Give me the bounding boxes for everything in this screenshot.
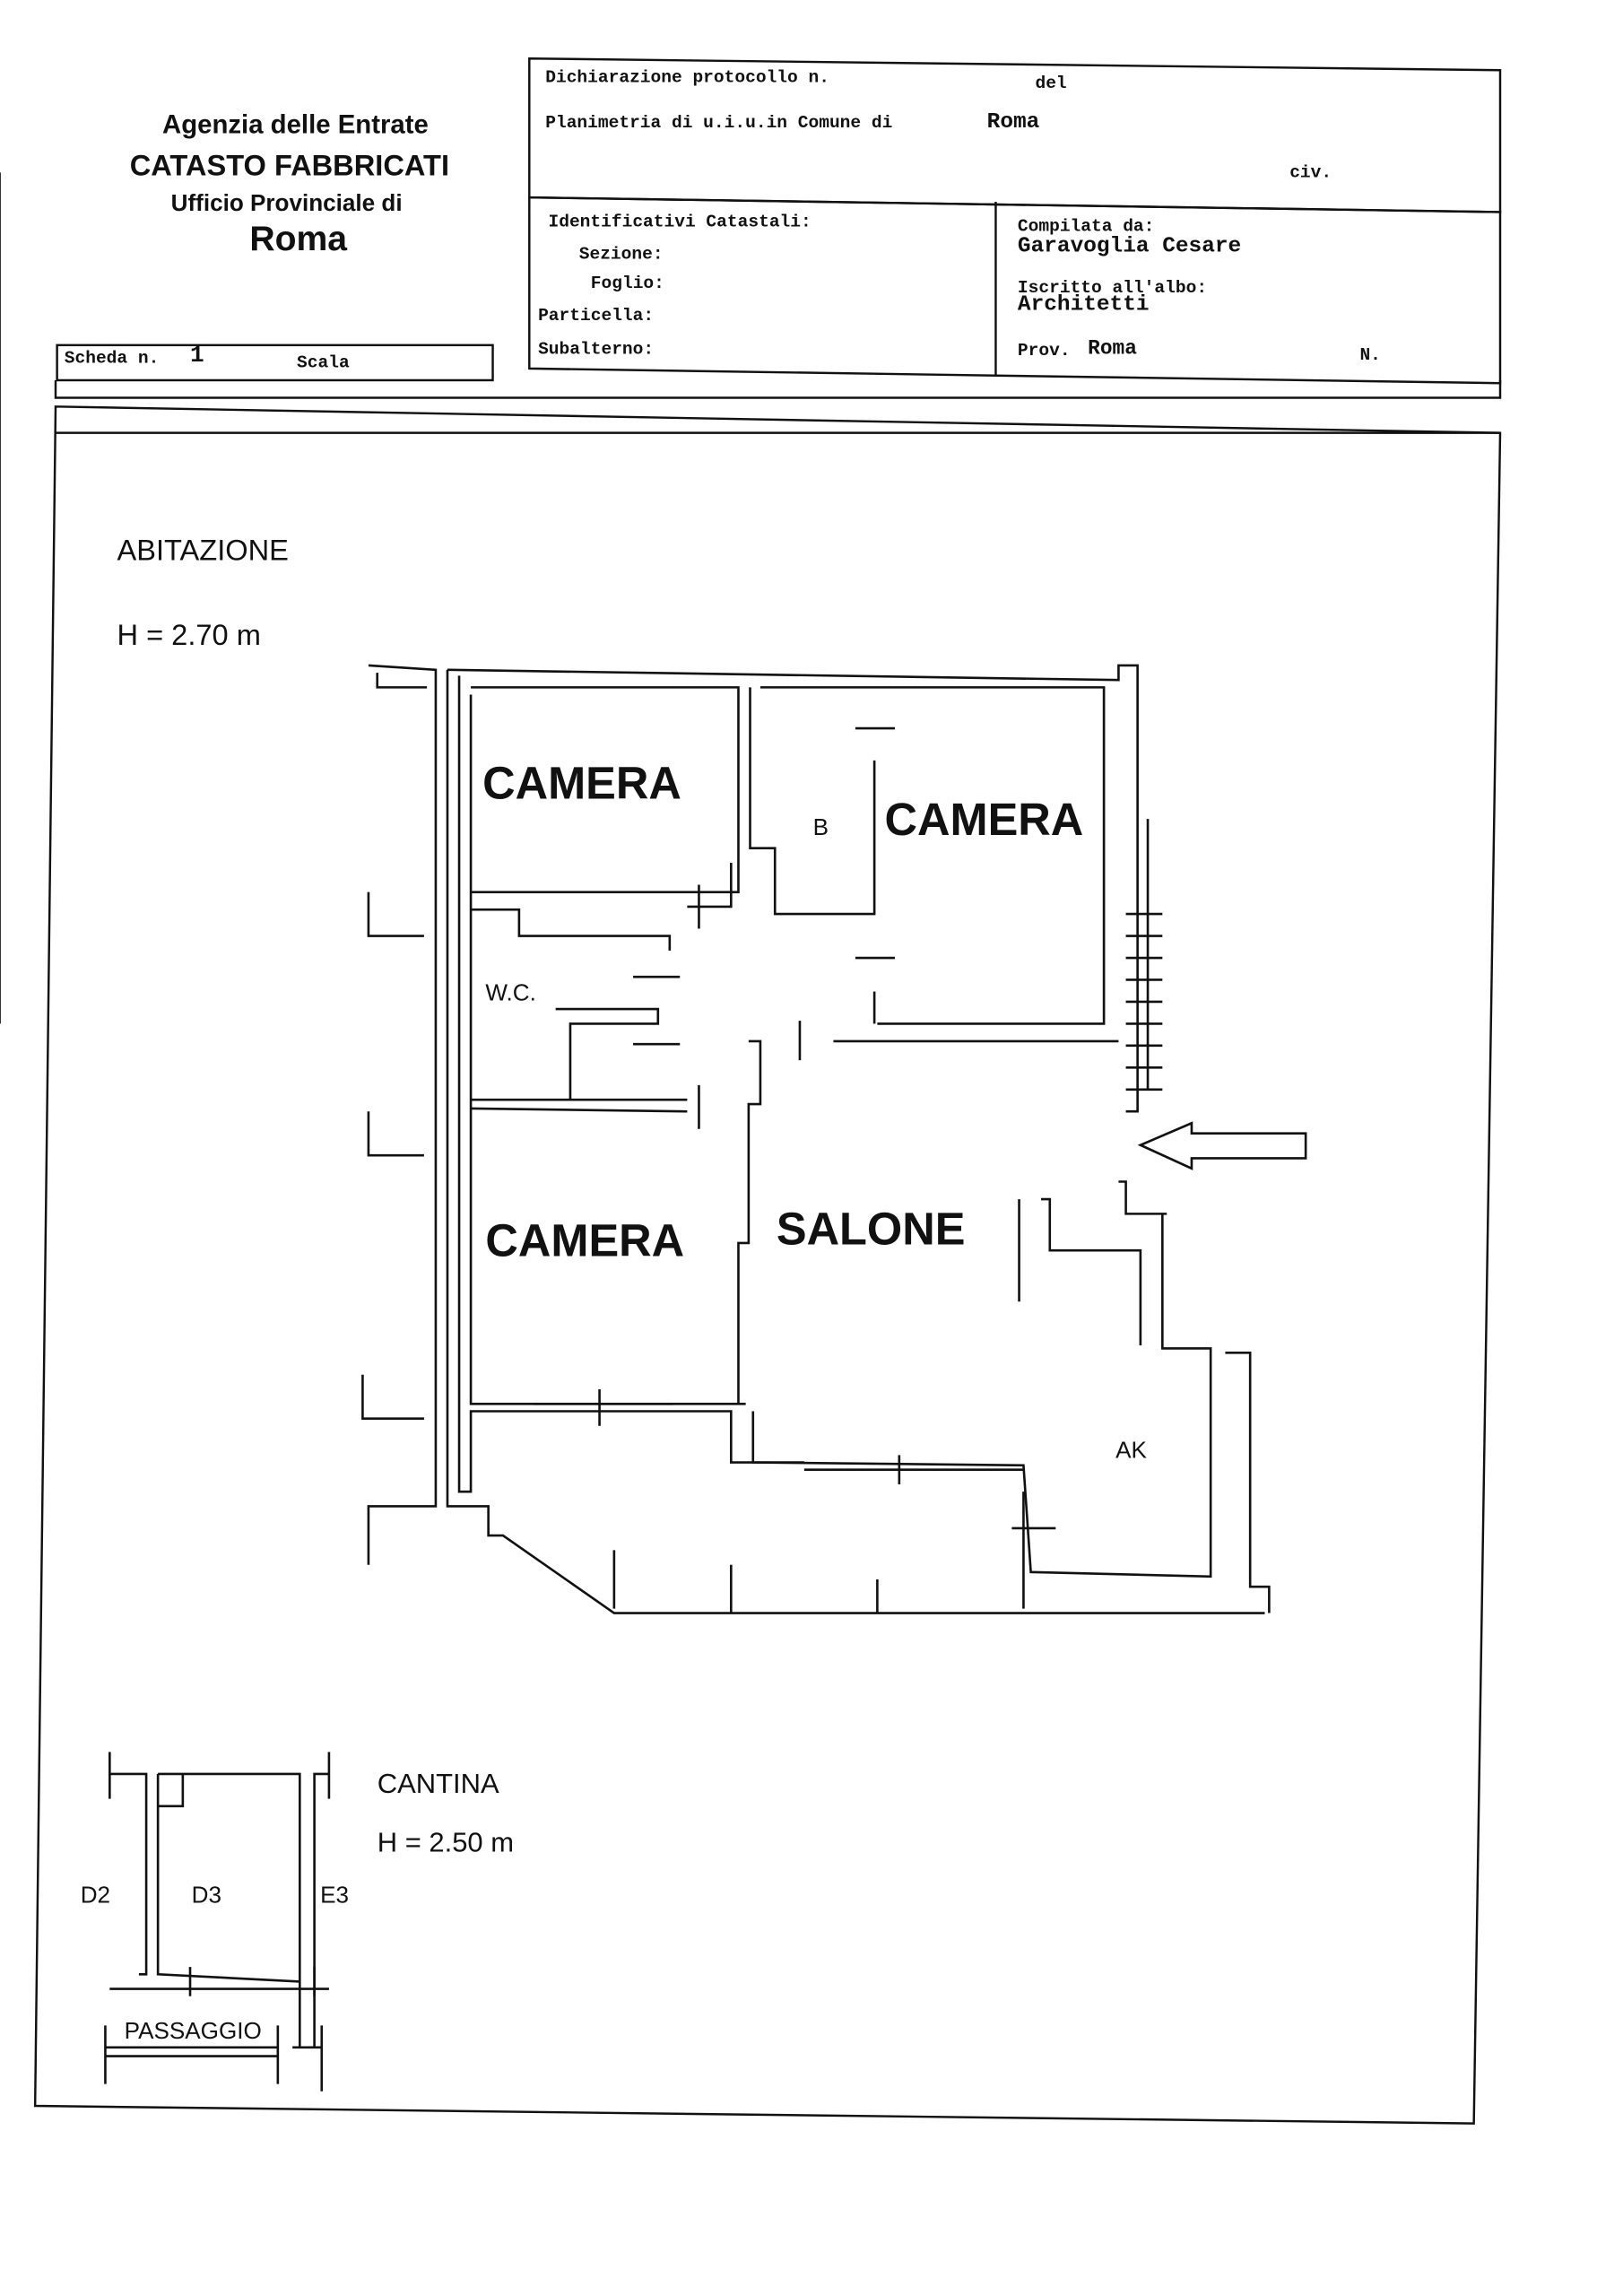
room-wc: W.C. [485,978,536,1005]
compiler-name: Garavoglia Cesare [1018,234,1241,258]
prov-value: Roma [1088,337,1137,361]
agency-name: Agenzia delle Entrate [162,109,429,139]
protocol-label: Dichiarazione protocollo n. [545,67,829,87]
cellar-e3: E3 [320,1881,349,1908]
register-value: Architetti [1018,293,1150,317]
abitazione-height: H = 2.70 m [117,618,260,651]
scale-label: Scala [297,352,350,372]
office-city: Roma [249,220,348,258]
scheda-number: 1 [190,342,204,369]
compiler-label: Compilata da: [1018,217,1155,237]
cantina-height: H = 2.50 m [378,1826,514,1857]
identifiers-box: Identificativi Catastali: Sezione: Fogli… [528,196,1502,385]
identifiers-title: Identificativi Catastali: [548,213,811,232]
agency-header: Agenzia delle Entrate CATASTO FABBRICATI… [130,109,449,257]
cellar-d3: D3 [192,1881,221,1908]
comune-value: Roma [987,110,1040,135]
foglio-label: Foglio: [591,274,664,293]
room-camera-2: CAMERA [885,794,1084,845]
room-bath: B [813,813,829,840]
drawing-frame [33,405,1502,2125]
subalterno-label: Subalterno: [538,340,654,360]
apartment-floor-plan: CAMERA CAMERA CAMERA B W.C. SALONE AK [361,664,1307,1614]
office-name: Ufficio Provinciale di [171,189,403,216]
register-label: Iscritto all'albo: [1018,278,1207,298]
civ-label: civ. [1289,162,1332,182]
particella-label: Particella: [538,306,654,326]
cellar-plan: CANTINA H = 2.50 m D2 D3 E3 PASSAGGIO [81,1752,514,2092]
plan-label: Planimetria di u.i.u.in Comune di [545,113,892,133]
prov-label: Prov. [1018,341,1071,361]
room-camera-3: CAMERA [485,1215,684,1266]
sezione-label: Sezione: [579,245,664,265]
number-label: N. [1359,345,1380,365]
compiler-box: Compilata da: Garavoglia Cesare Iscritto… [1018,217,1381,365]
room-kitchen: AK [1115,1437,1147,1464]
department-name: CATASTO FABBRICATI [130,149,449,182]
date-label: del [1035,74,1066,93]
cantina-title: CANTINA [378,1768,499,1799]
room-camera-1: CAMERA [482,757,681,808]
room-salone: SALONE [777,1204,966,1255]
frame-top [54,379,1502,399]
declaration-box: Dichiarazione protocollo n. del Planimet… [528,57,1502,213]
scheda-label: Scheda n. [65,348,160,368]
abitazione-title: ABITAZIONE [117,534,288,567]
cellar-d2: D2 [81,1881,110,1908]
scheda-box [56,344,494,382]
cellar-passage: PASSAGGIO [125,2017,262,2044]
entrance-arrow-icon [1137,1121,1307,1170]
